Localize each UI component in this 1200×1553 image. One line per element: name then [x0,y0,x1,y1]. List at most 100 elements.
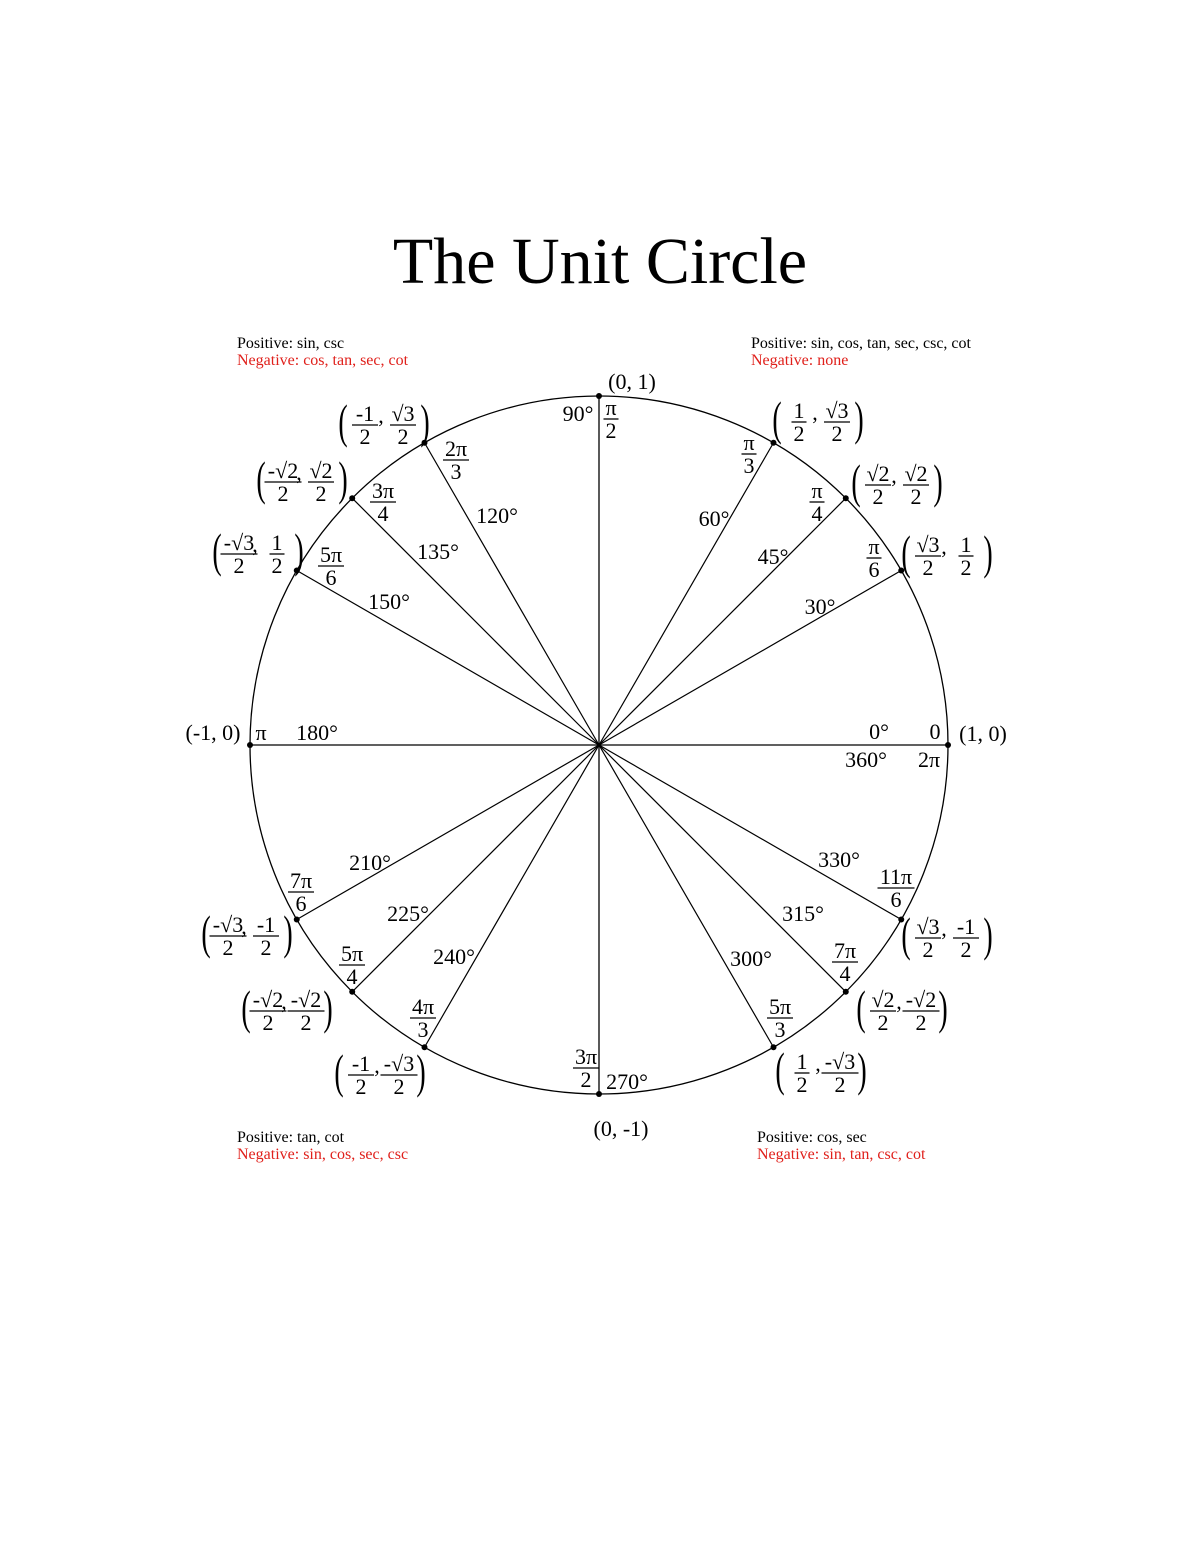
angle-90: 90°π2(0, 1) [563,369,656,443]
page-title: The Unit Circle [392,225,808,298]
coordinate-150: (-√32,12) [212,525,303,578]
radian-fraction-60-den: 3 [744,453,755,478]
coordinate-y-330-den: 2 [961,937,972,962]
coordinate-y-45: √22 [903,461,929,509]
angle-210: 210°7π6(-√32,-12) [201,744,600,960]
radian-fraction-240: 4π3 [410,994,436,1042]
coordinate-y-330: -12 [953,914,979,962]
radian-fraction-315-den: 4 [840,961,851,986]
radian-label-0: 0 [930,719,941,744]
quadrant-iii-legend: Positive: tan, cot Negative: sin, cos, s… [237,1129,408,1163]
angle-0: 0°360°02π(1, 0) [845,719,1007,772]
coordinate-x-120: -12 [352,401,378,449]
radian-fraction-210-num: 7π [290,868,312,893]
quadrant-iii-positive: Positive: tan, cot [237,1129,345,1146]
coordinate-x-45: √22 [865,461,891,509]
coordinate-x-240-num: -1 [352,1051,370,1076]
angle-120: 120°2π3(-12,√32) [338,396,600,746]
coordinate-open-paren-330: ( [901,909,910,961]
radian-fraction-150: 5π6 [318,542,344,590]
angle-60: 60°π3(12,√32) [598,393,864,746]
radian-label-alt-0: 2π [918,747,940,772]
radius-line-210 [296,744,600,921]
radian-fraction-150-num: 5π [320,542,342,567]
radian-fraction-300-num: 5π [769,994,791,1019]
coordinate-y-60-den: 2 [832,421,843,446]
point-180 [247,742,253,748]
coordinate-y-300: -√32 [821,1049,859,1097]
coordinate-comma-315: , [896,989,902,1014]
coordinate-open-paren-30: ( [901,527,910,579]
coordinate-y-30-num: 1 [961,532,972,557]
coordinate-close-paren-30: ) [983,527,992,579]
coordinate-y-45-den: 2 [911,484,922,509]
radian-fraction-135-den: 4 [378,501,389,526]
coordinate-open-paren-210: ( [201,907,210,959]
coordinate-open-paren-225: ( [241,982,250,1034]
radius-line-45 [598,497,847,746]
coordinate-y-240: -√32 [380,1051,418,1099]
radian-fraction-90-num: π [605,395,616,420]
coordinate-y-45-num: √2 [904,461,927,486]
coordinate-x-300-num: 1 [797,1049,808,1074]
point-0 [945,742,951,748]
radian-fraction-120: 2π3 [443,436,469,484]
coordinate-240: (-12,-√32) [334,1046,425,1099]
quadrant-ii-legend: Positive: sin, csc Negative: cos, tan, s… [237,335,408,369]
coordinate-close-paren-150: ) [294,525,303,577]
radius-line-330 [598,744,902,921]
coordinate-comma-135: , [296,460,302,485]
coordinate-comma-225: , [281,989,287,1014]
quadrant-iv-negative: Negative: sin, tan, csc, cot [757,1146,926,1163]
coordinate-x-30-den: 2 [923,555,934,580]
radian-fraction-45-num: π [811,478,822,503]
degree-label-330: 330° [818,847,860,872]
radian-fraction-135: 3π4 [370,478,396,526]
radius-line-150 [296,569,600,746]
quadrant-ii-positive: Positive: sin, csc [237,335,345,352]
coordinate-135: (-√22,√22) [256,453,347,506]
coordinate-y-60: √32 [824,398,850,446]
coordinate-comma-150: , [252,532,258,557]
radian-fraction-150-den: 6 [326,565,337,590]
point-315 [842,988,849,995]
quadrant-iv-positive: Positive: cos, sec [757,1129,867,1146]
coordinate-y-150-num: 1 [272,530,283,555]
radian-fraction-240-num: 4π [412,994,434,1019]
coordinate-x-135-num: -√2 [268,458,298,483]
coordinate-x-330-den: 2 [923,937,934,962]
point-120 [421,439,428,446]
coordinate-x-135-den: 2 [278,481,289,506]
coordinate-x-330: √32 [915,914,941,962]
radian-fraction-30-den: 6 [869,557,880,582]
degree-label-135: 135° [417,539,459,564]
radius-line-120 [423,442,600,746]
coordinate-y-330-num: -1 [957,914,975,939]
radius-line-225 [351,744,600,993]
coordinate-180: (-1, 0) [186,720,241,745]
coordinate-y-210-num: -1 [257,912,275,937]
coordinate-y-150-den: 2 [272,553,283,578]
coordinate-y-135: √22 [308,458,334,506]
coordinate-y-120-den: 2 [398,424,409,449]
coordinate-y-120: √32 [390,401,416,449]
radian-fraction-30-num: π [868,534,879,559]
coordinate-x-225-den: 2 [263,1010,274,1035]
radian-fraction-240-den: 3 [418,1017,429,1042]
coordinate-open-paren-315: ( [856,982,865,1034]
quadrant-i-negative: Negative: none [751,352,849,369]
point-270 [596,1091,602,1097]
coordinate-y-210-den: 2 [261,935,272,960]
radian-fraction-120-num: 2π [445,436,467,461]
radian-fraction-300: 5π3 [767,994,793,1042]
coordinate-close-paren-45: ) [933,456,942,508]
coordinate-x-60-num: 1 [794,398,805,423]
coordinate-x-120-den: 2 [360,424,371,449]
coordinate-close-paren-120: ) [420,396,429,448]
coordinate-y-30: 12 [958,532,974,580]
coordinate-x-210-den: 2 [223,935,234,960]
degree-label-120: 120° [476,503,518,528]
